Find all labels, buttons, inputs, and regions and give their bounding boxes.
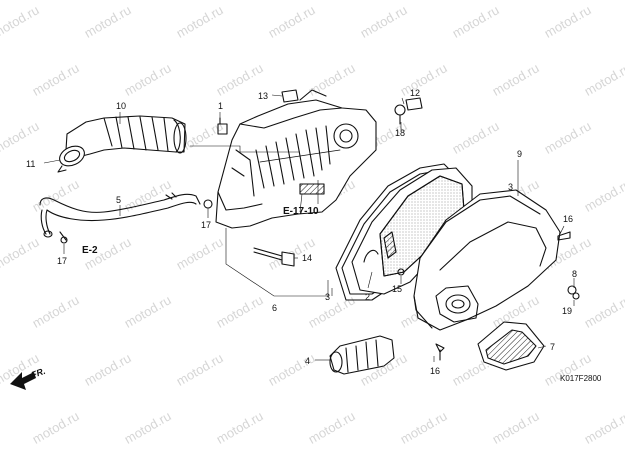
diagram-code: K017F2800	[560, 374, 602, 383]
callout-9: 9	[517, 149, 523, 159]
leader-lines	[43, 94, 575, 362]
bolt-part-14	[253, 247, 295, 267]
air-cleaner-case-part-6	[215, 89, 377, 229]
intake-funnel-part-4	[329, 335, 395, 375]
front-direction-arrow	[10, 372, 36, 390]
callout-12: 12	[410, 88, 421, 98]
callout-14: 14	[302, 253, 313, 263]
callout-1: 1	[218, 101, 224, 111]
callout-11: 11	[26, 159, 36, 169]
callout-19: 19	[562, 306, 573, 316]
air-filter-element-part-2	[351, 167, 473, 295]
callout-16-right: 16	[563, 214, 574, 224]
clip-part-13	[281, 89, 299, 103]
air-cleaner-cover-part-9	[413, 189, 561, 331]
callout-2: 2	[365, 292, 371, 302]
callout-5: 5	[116, 195, 122, 205]
reference-e-2: E-2	[82, 245, 98, 256]
callout-3-cover: 3	[508, 182, 514, 192]
reference-e-17-10: E-17-10	[283, 206, 319, 217]
callout-17-bottom: 17	[57, 256, 68, 266]
intake-grille-part-7	[477, 321, 545, 371]
breather-tube-part-5	[39, 192, 201, 238]
callout-16-bottom: 16	[430, 366, 441, 376]
callout-4: 4	[305, 356, 311, 366]
callout-6: 6	[272, 303, 278, 313]
callout-15: 15	[392, 284, 403, 294]
callout-10: 10	[116, 101, 127, 111]
callout-18: 18	[395, 128, 406, 138]
callout-7: 7	[550, 342, 556, 352]
callout-17-top: 17	[201, 220, 212, 230]
hose-clamp-part-11	[57, 145, 85, 173]
stud-part-12-18	[394, 97, 423, 125]
callout-3-gasket: 3	[325, 292, 331, 302]
screw-part-1	[217, 117, 228, 135]
callout-13: 13	[258, 91, 269, 101]
callout-8: 8	[572, 269, 578, 279]
